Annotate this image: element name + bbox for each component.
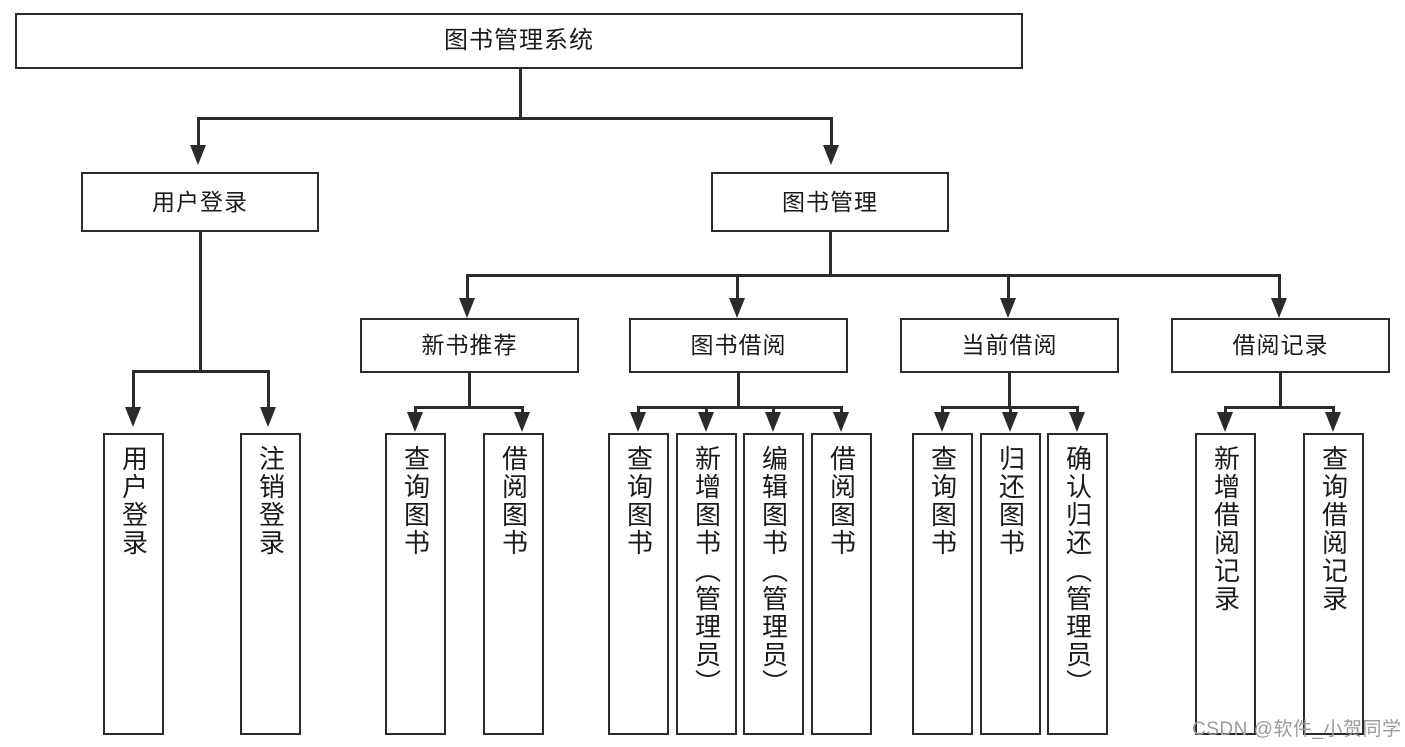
connector-login-drop-1 [132, 370, 135, 407]
arrow-borrow-to-lend [833, 412, 849, 432]
connector-login-bar [132, 370, 269, 373]
arrow-root-to-bookmgmt [823, 145, 839, 165]
node-label: 借阅记录 [1232, 332, 1329, 359]
connector-records-drop-1 [1224, 406, 1227, 414]
node-label: 图书管理 [782, 188, 878, 215]
node-label: 查询借阅记录 [1318, 445, 1349, 613]
connector-current-stem [1008, 373, 1011, 408]
node-root-system[interactable]: 图书管理系统 [15, 13, 1023, 69]
node-label: 确认归还（管理员） [1062, 445, 1093, 697]
node-label: 归还图书 [995, 445, 1026, 557]
connector-records-stem [1279, 373, 1282, 408]
leaf-newbook-query-book[interactable]: 查询图书 [385, 433, 446, 735]
connector-newbook-drop-1 [414, 406, 417, 414]
connector-newbook-drop-2 [521, 406, 524, 414]
connector-root-stem [519, 69, 522, 118]
connector-borrow-drop-3 [772, 406, 775, 414]
arrow-borrow-to-edit [765, 412, 781, 432]
connector-current-drop-2 [1009, 406, 1012, 414]
connector-bookmgmt-drop-2 [736, 274, 739, 298]
connector-bookmgmt-stem [829, 232, 832, 275]
node-book-management[interactable]: 图书管理 [711, 172, 949, 232]
leaf-current-confirm-return[interactable]: 确认归还（管理员） [1047, 433, 1108, 735]
connector-current-drop-3 [1076, 406, 1079, 414]
arrow-current-to-query [934, 412, 950, 432]
arrow-bookmgmt-to-borrow [729, 298, 745, 318]
connector-bookmgmt-drop-3 [1007, 274, 1010, 298]
arrow-newbook-to-query [407, 412, 423, 432]
connector-bookmgmt-drop-4 [1278, 274, 1281, 298]
node-label: 用户登录 [152, 188, 248, 215]
node-label: 当前借阅 [961, 332, 1058, 359]
arrow-records-to-add [1217, 412, 1233, 432]
arrow-bookmgmt-to-current [1000, 298, 1016, 318]
leaf-newbook-borrow-book[interactable]: 借阅图书 [483, 433, 544, 735]
connector-newbook-stem [468, 373, 471, 408]
connector-root-bar [197, 117, 832, 120]
node-label: 新增图书（管理员） [691, 445, 722, 697]
connector-borrow-drop-1 [637, 406, 640, 414]
leaf-borrow-add-book[interactable]: 新增图书（管理员） [676, 433, 737, 735]
node-label: 编辑图书（管理员） [758, 445, 789, 697]
node-label: 新增借阅记录 [1210, 445, 1241, 613]
arrow-login-to-user-login [125, 407, 141, 427]
arrow-borrow-to-query [630, 412, 646, 432]
node-label: 查询图书 [927, 445, 958, 557]
connector-current-drop-1 [941, 406, 944, 414]
node-label: 图书借阅 [690, 332, 787, 359]
connector-borrow-drop-2 [705, 406, 708, 414]
arrow-current-to-confirm [1069, 412, 1085, 432]
leaf-current-query-book[interactable]: 查询图书 [912, 433, 973, 735]
leaf-borrow-query-book[interactable]: 查询图书 [608, 433, 669, 735]
csdn-watermark: CSDN @软件_小贺同学 [1192, 719, 1402, 740]
node-book-borrow[interactable]: 图书借阅 [629, 318, 848, 373]
connector-bookmgmt-bar [466, 274, 1281, 277]
connector-records-bar [1224, 406, 1335, 409]
node-user-login[interactable]: 用户登录 [81, 172, 319, 232]
arrow-root-to-login [190, 145, 206, 165]
connector-bookmgmt-drop-1 [466, 274, 469, 298]
node-new-book-recommend[interactable]: 新书推荐 [360, 318, 579, 373]
connector-borrow-stem [737, 373, 740, 408]
node-label: 借阅图书 [826, 445, 857, 557]
leaf-user-login[interactable]: 用户登录 [103, 433, 164, 735]
node-borrow-records[interactable]: 借阅记录 [1171, 318, 1390, 373]
arrow-current-to-return [1002, 412, 1018, 432]
connector-records-drop-2 [1332, 406, 1335, 414]
arrow-borrow-to-add [698, 412, 714, 432]
leaf-borrow-edit-book[interactable]: 编辑图书（管理员） [743, 433, 804, 735]
connector-newbook-bar [414, 406, 524, 409]
arrow-login-to-logout [260, 407, 276, 427]
leaf-current-return-book[interactable]: 归还图书 [980, 433, 1041, 735]
leaf-logout[interactable]: 注销登录 [240, 433, 301, 735]
node-label: 用户登录 [118, 445, 149, 557]
node-label: 新书推荐 [421, 332, 518, 359]
node-label: 图书管理系统 [444, 27, 594, 55]
leaf-borrow-lend-book[interactable]: 借阅图书 [811, 433, 872, 735]
arrow-records-to-query [1325, 412, 1341, 432]
node-label: 注销登录 [255, 445, 286, 557]
connector-login-drop-2 [267, 370, 270, 407]
connector-root-drop-2 [830, 117, 833, 145]
connector-borrow-drop-4 [840, 406, 843, 414]
node-label: 查询图书 [400, 445, 431, 557]
leaf-records-query-record[interactable]: 查询借阅记录 [1303, 433, 1364, 735]
arrow-newbook-to-borrow [514, 412, 530, 432]
connector-borrow-bar [637, 406, 843, 409]
node-current-borrow[interactable]: 当前借阅 [900, 318, 1119, 373]
node-label: 查询图书 [623, 445, 654, 557]
leaf-records-add-record[interactable]: 新增借阅记录 [1195, 433, 1256, 735]
connector-login-stem [199, 232, 202, 371]
arrow-bookmgmt-to-newbook [459, 298, 475, 318]
connector-root-drop-1 [197, 117, 200, 145]
node-label: 借阅图书 [498, 445, 529, 557]
arrow-bookmgmt-to-records [1271, 298, 1287, 318]
